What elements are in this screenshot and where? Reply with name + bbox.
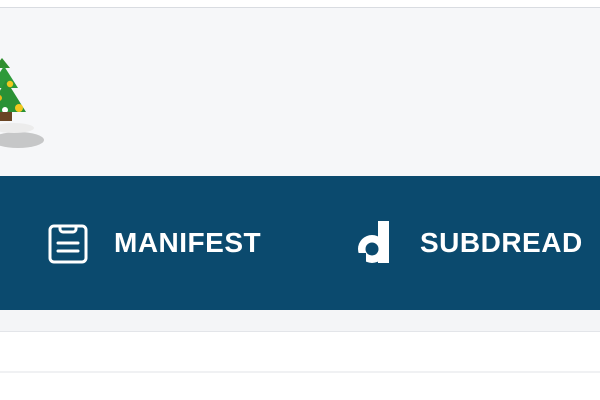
nav-label-subdread: SUBDREAD bbox=[420, 227, 583, 258]
clipboard-icon bbox=[44, 219, 92, 267]
main-navbar: MANIFEST SUBDREAD bbox=[0, 176, 600, 310]
christmas-tree-logo-icon[interactable] bbox=[0, 58, 60, 158]
nav-item-subdread[interactable]: SUBDREAD bbox=[352, 176, 583, 310]
top-border bbox=[0, 7, 600, 8]
nav-item-manifest[interactable]: MANIFEST bbox=[44, 176, 261, 310]
d-logo-icon bbox=[352, 219, 400, 267]
nav-label-manifest: MANIFEST bbox=[114, 227, 262, 258]
divider bbox=[0, 371, 600, 373]
site-header bbox=[0, 8, 600, 176]
divider bbox=[0, 331, 600, 332]
content-top-bar bbox=[0, 310, 600, 332]
